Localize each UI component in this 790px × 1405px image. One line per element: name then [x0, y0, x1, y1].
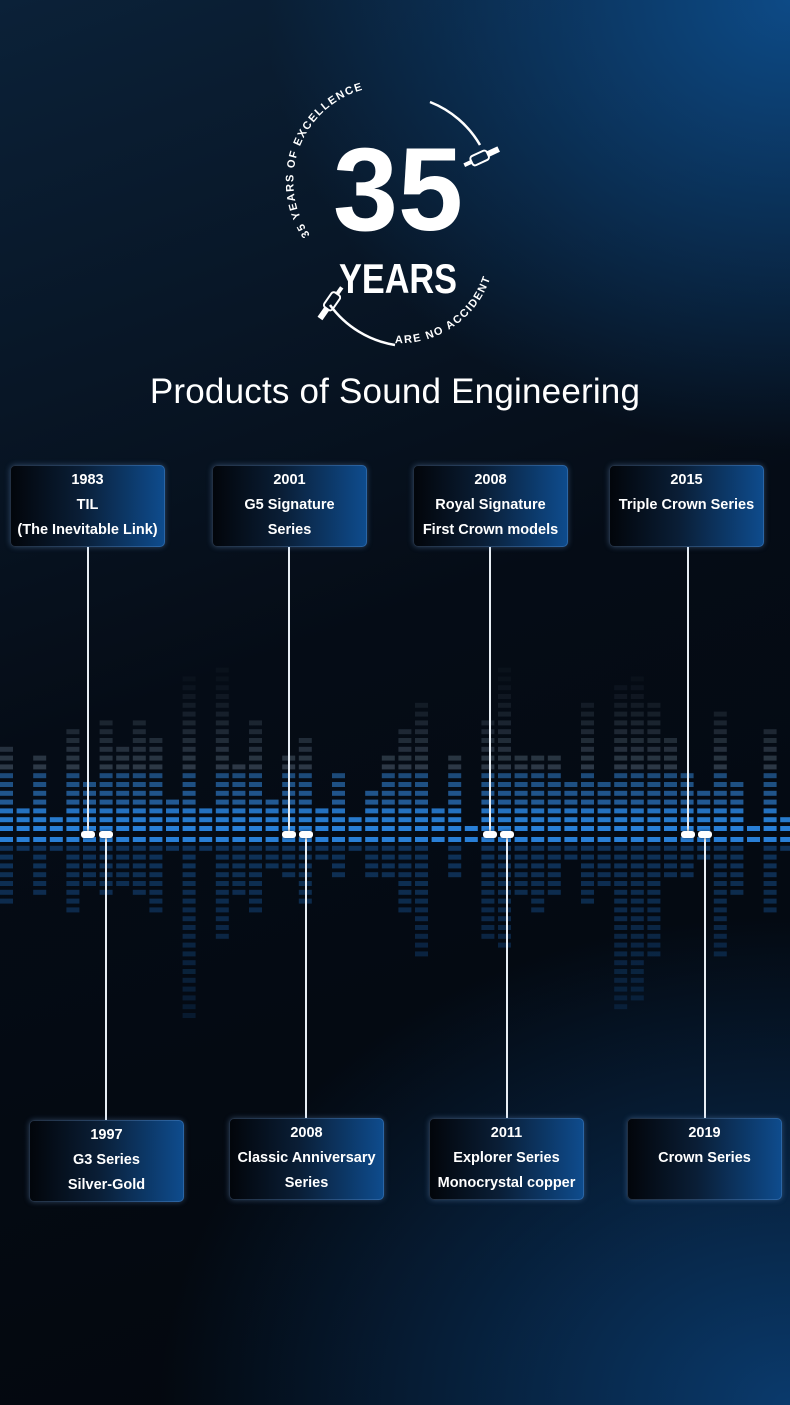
- milestone-year: 2015: [609, 468, 764, 493]
- timeline-marker: [681, 831, 695, 838]
- milestone-year: 1997: [29, 1123, 184, 1148]
- logo-word: YEARS: [339, 255, 457, 302]
- milestone-year: 2001: [212, 468, 367, 493]
- connector-2011: [506, 834, 508, 1118]
- timeline-marker: [282, 831, 296, 838]
- connector-2019: [704, 834, 706, 1118]
- connector-2008-top: [489, 546, 491, 834]
- milestone-line: (The Inevitable Link): [10, 518, 165, 543]
- milestone-line: Triple Crown Series: [609, 493, 764, 518]
- milestone-card-2011: 2011 Explorer Series Monocrystal copper: [429, 1118, 584, 1200]
- milestone-line: Royal Signature: [413, 493, 568, 518]
- connector-2001: [288, 546, 290, 834]
- milestone-line: Series: [212, 518, 367, 543]
- connector-1997: [105, 834, 107, 1120]
- milestone-year: 2008: [229, 1121, 384, 1146]
- equalizer-graphic: [0, 650, 790, 1030]
- 35-years-logo: 35 YEARS OF EXCELLENCE ARE NO ACCIDENT 3…: [280, 75, 510, 355]
- milestone-card-1983: 1983 TIL (The Inevitable Link): [10, 465, 165, 547]
- milestone-card-1997: 1997 G3 Series Silver-Gold: [29, 1120, 184, 1202]
- milestone-line: G5 Signature: [212, 493, 367, 518]
- milestone-year: 1983: [10, 468, 165, 493]
- connector-1983: [87, 546, 89, 834]
- milestone-card-2008-top: 2008 Royal Signature First Crown models: [413, 465, 568, 547]
- milestone-line: Silver-Gold: [29, 1173, 184, 1198]
- milestone-line: Explorer Series: [429, 1146, 584, 1171]
- connector-2015: [687, 546, 689, 834]
- milestone-line: G3 Series: [29, 1148, 184, 1173]
- timeline-marker: [500, 831, 514, 838]
- milestone-card-2001: 2001 G5 Signature Series: [212, 465, 367, 547]
- milestone-card-2015: 2015 Triple Crown Series: [609, 465, 764, 547]
- cable-plug-top: [462, 145, 501, 170]
- milestone-line: TIL: [10, 493, 165, 518]
- milestone-card-2008-bottom: 2008 Classic Anniversary Series: [229, 1118, 384, 1200]
- timeline-marker: [299, 831, 313, 838]
- milestone-year: 2008: [413, 468, 568, 493]
- timeline-marker: [81, 831, 95, 838]
- milestone-year: 2011: [429, 1121, 584, 1146]
- timeline-marker: [483, 831, 497, 838]
- arc-line-bottom: [330, 305, 395, 345]
- timeline-marker: [698, 831, 712, 838]
- milestone-year: 2019: [627, 1121, 782, 1146]
- milestone-card-2019: 2019 Crown Series: [627, 1118, 782, 1200]
- milestone-line: Classic Anniversary: [229, 1146, 384, 1171]
- milestone-line: Crown Series: [627, 1146, 782, 1171]
- milestone-line: Series: [229, 1171, 384, 1196]
- connector-2008-bottom: [305, 834, 307, 1118]
- timeline-marker: [99, 831, 113, 838]
- logo-number: 35: [333, 124, 463, 256]
- milestone-line: First Crown models: [413, 518, 568, 543]
- milestone-line: Monocrystal copper: [429, 1171, 584, 1196]
- page-title: Products of Sound Engineering: [0, 372, 790, 412]
